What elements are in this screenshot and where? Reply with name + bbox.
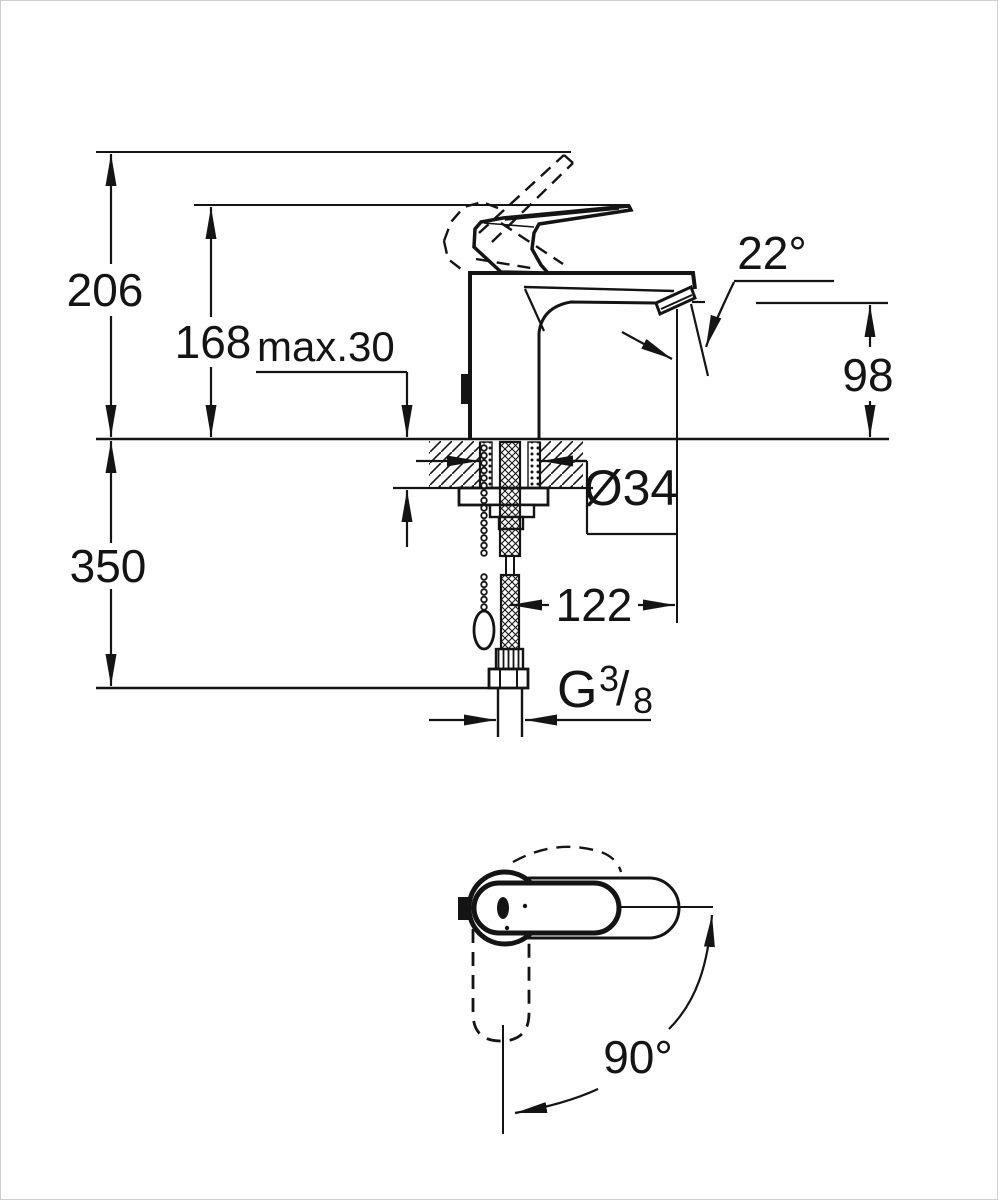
dimension-90deg xyxy=(514,914,715,1115)
lever-swivelled-dashed xyxy=(512,845,623,873)
plan-view xyxy=(458,845,713,1134)
extension-lines xyxy=(96,151,629,206)
pop-up-chain xyxy=(472,444,496,651)
aerator-inner-line xyxy=(660,294,693,310)
temperature-limiter-tab xyxy=(461,374,471,404)
dimension-168-label: 168 xyxy=(175,316,252,368)
lever-detail-line-2 xyxy=(504,208,620,221)
dimension-22deg xyxy=(621,279,834,623)
hex-connector-nut xyxy=(487,667,530,690)
dimension-max30-label: max.30 xyxy=(257,323,395,370)
lever-plan-outline xyxy=(471,880,622,936)
thread-g-label: G xyxy=(557,661,597,719)
plan-center-detail xyxy=(497,897,509,919)
spout-underside-curve xyxy=(537,300,657,334)
faucet-side-view xyxy=(461,271,697,439)
lever-raised-dashed xyxy=(442,154,574,271)
dimension-max30 xyxy=(256,370,413,547)
dimension-122-label: 122 xyxy=(556,579,633,631)
supply-hose-lower xyxy=(499,573,521,651)
dimension-98-label: 98 xyxy=(842,349,893,401)
dimension-350 xyxy=(96,441,489,690)
counter-hatch-right xyxy=(541,441,583,487)
dimension-350-label: 350 xyxy=(70,540,147,592)
plan-left-tab xyxy=(458,897,469,920)
dimension-dia34-label: Ø34 xyxy=(584,460,679,516)
dimension-g38-label: G 3 / 8 xyxy=(557,658,653,721)
dimension-98 xyxy=(756,301,888,437)
thread-slash-label: / xyxy=(616,663,630,716)
dimension-90deg-label: 90° xyxy=(603,1031,673,1083)
spout-inner-top-line xyxy=(523,285,675,293)
faucet-body-outline xyxy=(468,271,697,439)
supply-hose-upper xyxy=(498,440,522,558)
chain-pull-weight xyxy=(472,609,496,651)
plan-dot-1 xyxy=(522,903,528,909)
dimension-dia34 xyxy=(416,455,677,536)
counter-hatch-left xyxy=(429,441,479,487)
shank-thread-right xyxy=(527,441,541,489)
plan-dot-2 xyxy=(504,925,510,931)
thread-numerator-label: 3 xyxy=(599,658,619,699)
dimension-22deg-label: 22° xyxy=(737,227,807,279)
hose-crimp-sleeve xyxy=(494,647,525,671)
lever-handle xyxy=(442,154,634,275)
dimension-206-label: 206 xyxy=(67,264,144,316)
thread-denominator-label: 8 xyxy=(633,680,653,721)
